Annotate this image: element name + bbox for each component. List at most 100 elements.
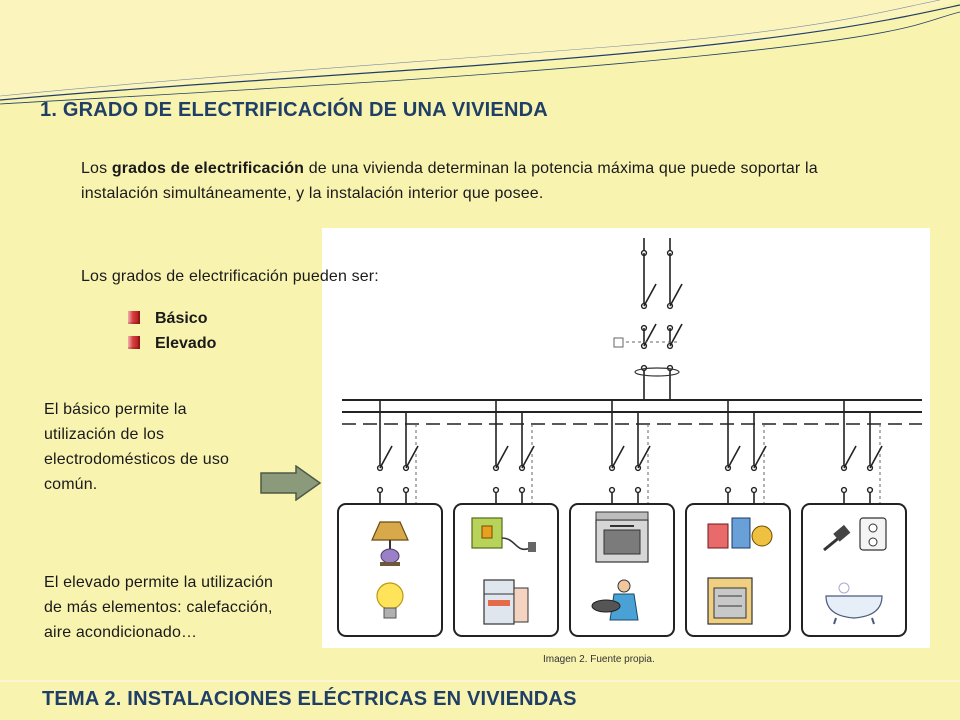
fridge-food (488, 600, 510, 606)
stove-oven-door (603, 529, 641, 555)
circuit-breaker (724, 445, 741, 494)
intro-text-pre: Los (81, 160, 112, 177)
square-bullet-icon (128, 311, 140, 324)
decor-swoosh-line-3 (0, 0, 941, 97)
appliance-toaster (707, 523, 729, 549)
toroidal-sensor (634, 367, 680, 377)
cook-pan (591, 599, 621, 613)
switch-contact (866, 486, 874, 494)
circuit-5 (801, 400, 907, 637)
fridge-door-open (513, 587, 529, 623)
electrification-diagram (322, 228, 930, 648)
circuit-breaker (840, 445, 857, 494)
switch-blade (405, 445, 419, 469)
lamp-icon (371, 521, 409, 566)
light-bulb-icon (376, 582, 404, 619)
switch-contact (840, 486, 848, 494)
dishwasher-icon (707, 577, 753, 625)
switch-blade (637, 445, 651, 469)
intro-text-post: de una vivienda determinan la potencia m… (81, 160, 818, 202)
decor-swoosh-line-1 (0, 4, 960, 101)
lamp-base (380, 548, 400, 564)
switch-contact (492, 486, 500, 494)
appliance-box (337, 503, 443, 637)
switch-blade (727, 445, 741, 469)
device-cable (501, 537, 531, 551)
switch-contact (376, 486, 384, 494)
circuit-2 (453, 400, 559, 637)
switch-blade (843, 445, 857, 469)
switch-contact (724, 486, 732, 494)
circuit-breaker (866, 445, 883, 494)
appliance-blender (731, 517, 751, 549)
bulb-socket (383, 607, 397, 619)
circuit-breaker (402, 445, 419, 494)
footer-title: TEMA 2. INSTALACIONES ELÉCTRICAS EN VIVI… (42, 688, 577, 710)
bulb-glass (376, 582, 404, 610)
level-item-basic: Básico (128, 306, 216, 331)
switch-blade (669, 323, 683, 347)
decor-swoosh-line-2 (0, 11, 960, 105)
switch-contact (634, 486, 642, 494)
circuit-3 (569, 400, 675, 637)
bathtub-foot (833, 617, 837, 625)
dishwasher-rack (713, 587, 747, 619)
intro-paragraph: Los grados de electrificación de una viv… (81, 156, 851, 206)
elevated-description: El elevado permite la utilización de más… (44, 574, 274, 641)
circuit-breaker (750, 445, 767, 494)
switch-blade (521, 445, 535, 469)
basic-description: El básico permite la utilización de los … (44, 401, 230, 493)
circuit-breaker (376, 445, 393, 494)
levels-intro-text: Los grados de electrificación pueden ser… (81, 268, 379, 285)
switch-blade (611, 445, 625, 469)
cook-icon (591, 579, 639, 621)
circuit-breaker (608, 445, 625, 494)
intro-text-bold: grados de electrificación (111, 160, 305, 177)
decor-swoosh-fill (0, 0, 960, 100)
refrigerator-icon (483, 579, 529, 625)
socket-outlet (868, 523, 878, 533)
kitchen-appliances-icon (707, 517, 773, 549)
switch-contact (750, 486, 758, 494)
device-plug (528, 542, 536, 552)
level-label: Básico (155, 310, 208, 327)
levels-list: Básico Elevado (128, 306, 216, 356)
image-caption: Imagen 2. Fuente propia. (543, 654, 655, 665)
slide-title: 1. GRADO DE ELECTRIFICACIÓN DE UNA VIVIE… (40, 99, 548, 121)
circuit-breaker (518, 445, 535, 494)
square-bullet-icon (128, 336, 140, 349)
socket-plate (859, 517, 887, 551)
bathtub-bubble (838, 582, 850, 594)
bathtub-icon (825, 582, 883, 625)
cook-head (617, 579, 631, 593)
circuit-4 (685, 400, 791, 637)
switch-contact (518, 486, 526, 494)
circuit-breaker (634, 445, 651, 494)
socket-outlet (868, 537, 878, 547)
stove-top (595, 511, 649, 521)
device-socket (481, 525, 493, 539)
bathtub-foot (871, 617, 875, 625)
circuit-1 (337, 400, 443, 637)
level-label: Elevado (155, 335, 217, 352)
level-item-elevated: Elevado (128, 331, 216, 356)
test-button (613, 337, 624, 348)
switch-blade (643, 283, 657, 307)
switch-contact (402, 486, 410, 494)
switch-blade (495, 445, 509, 469)
plug-head (833, 524, 851, 542)
lamp-shade (371, 521, 409, 541)
switch-contact (608, 486, 616, 494)
circuit-breaker (492, 445, 509, 494)
stove-icon (595, 511, 649, 563)
lamp-foot (380, 562, 400, 566)
switch-blade (379, 445, 393, 469)
plug-socket-icon (823, 517, 887, 552)
switch-blade (669, 283, 683, 307)
washing-machine-icon (471, 517, 536, 552)
switch-blade (869, 445, 883, 469)
main-switch (666, 253, 683, 332)
right-arrow-icon (260, 465, 322, 501)
switch-blade (753, 445, 767, 469)
